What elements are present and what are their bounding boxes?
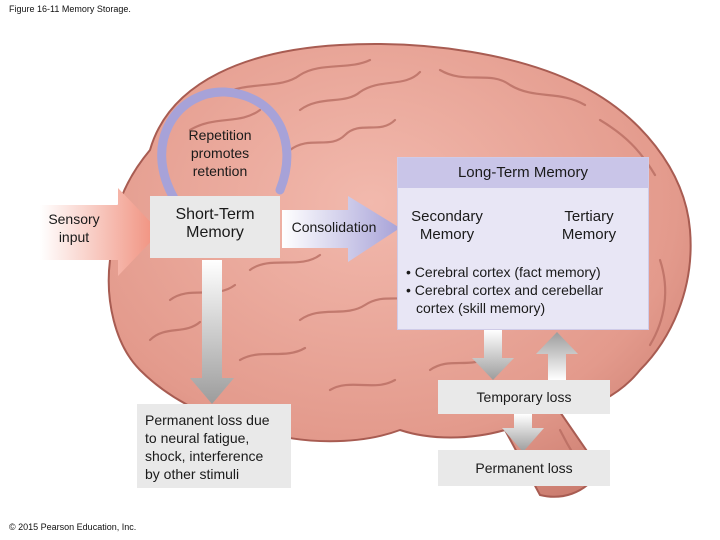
- permanent-left-line-1: Permanent loss due: [145, 412, 270, 428]
- cortex-item-fact: • Cerebral cortex (fact memory): [406, 264, 601, 280]
- temporary-loss-box: Temporary loss: [438, 380, 610, 414]
- tertiary-memory-label: Tertiary Memory: [548, 208, 630, 244]
- long-term-memory-title: Long-Term Memory: [398, 158, 648, 188]
- cortex-item-skill: • Cerebral cortex and cerebellar: [406, 282, 604, 298]
- short-term-line-2: Memory: [186, 224, 244, 241]
- consolidation-label: Consolidation: [291, 219, 377, 235]
- repetition-label: Repetition promotes retention: [170, 126, 270, 180]
- figure-title: Figure 16-11 Memory Storage.: [9, 4, 131, 14]
- tertiary-line-1: Tertiary: [564, 208, 614, 225]
- permanent-loss-left-box: Permanent loss due to neural fatigue, sh…: [137, 404, 291, 488]
- temporary-to-permanent-loss-arrow: [502, 414, 544, 452]
- short-term-loss-arrow: [190, 260, 234, 404]
- sensory-line-1: Sensory: [48, 211, 100, 227]
- long-term-memory-panel: Long-Term Memory Secondary Memory Tertia…: [397, 157, 649, 330]
- consolidation-arrow: [282, 196, 400, 262]
- repetition-line-3: retention: [192, 163, 248, 179]
- permanent-left-line-3: shock, interference: [145, 448, 264, 464]
- short-term-line-1: Short-Term: [175, 206, 255, 223]
- copyright-notice: © 2015 Pearson Education, Inc.: [9, 522, 137, 532]
- secondary-line-1: Secondary: [411, 208, 483, 225]
- cortex-list: • Cerebral cortex (fact memory) • Cerebr…: [406, 263, 646, 317]
- secondary-memory-label: Secondary Memory: [400, 208, 494, 244]
- sensory-input-label: Sensory input: [38, 210, 110, 246]
- secondary-line-2: Memory: [419, 226, 475, 243]
- ltm-to-temporary-loss-arrow: [472, 330, 514, 380]
- repetition-line-1: Repetition: [188, 127, 252, 143]
- sensory-line-2: input: [58, 229, 90, 245]
- permanent-loss-right-box: Permanent loss: [438, 450, 610, 486]
- sensory-input-arrow: [40, 188, 160, 276]
- short-term-memory-box: Short-Term Memory: [150, 196, 280, 258]
- tertiary-line-2: Memory: [561, 226, 617, 243]
- repetition-loop-arrow: [157, 87, 292, 205]
- repetition-line-2: promotes: [190, 145, 250, 161]
- permanent-left-line-4: by other stimuli: [145, 466, 240, 482]
- temporary-loss-recovery-arrow: [536, 332, 578, 380]
- cortex-item-skill-cont: cortex (skill memory): [416, 300, 546, 316]
- permanent-left-line-2: to neural fatigue,: [145, 430, 250, 446]
